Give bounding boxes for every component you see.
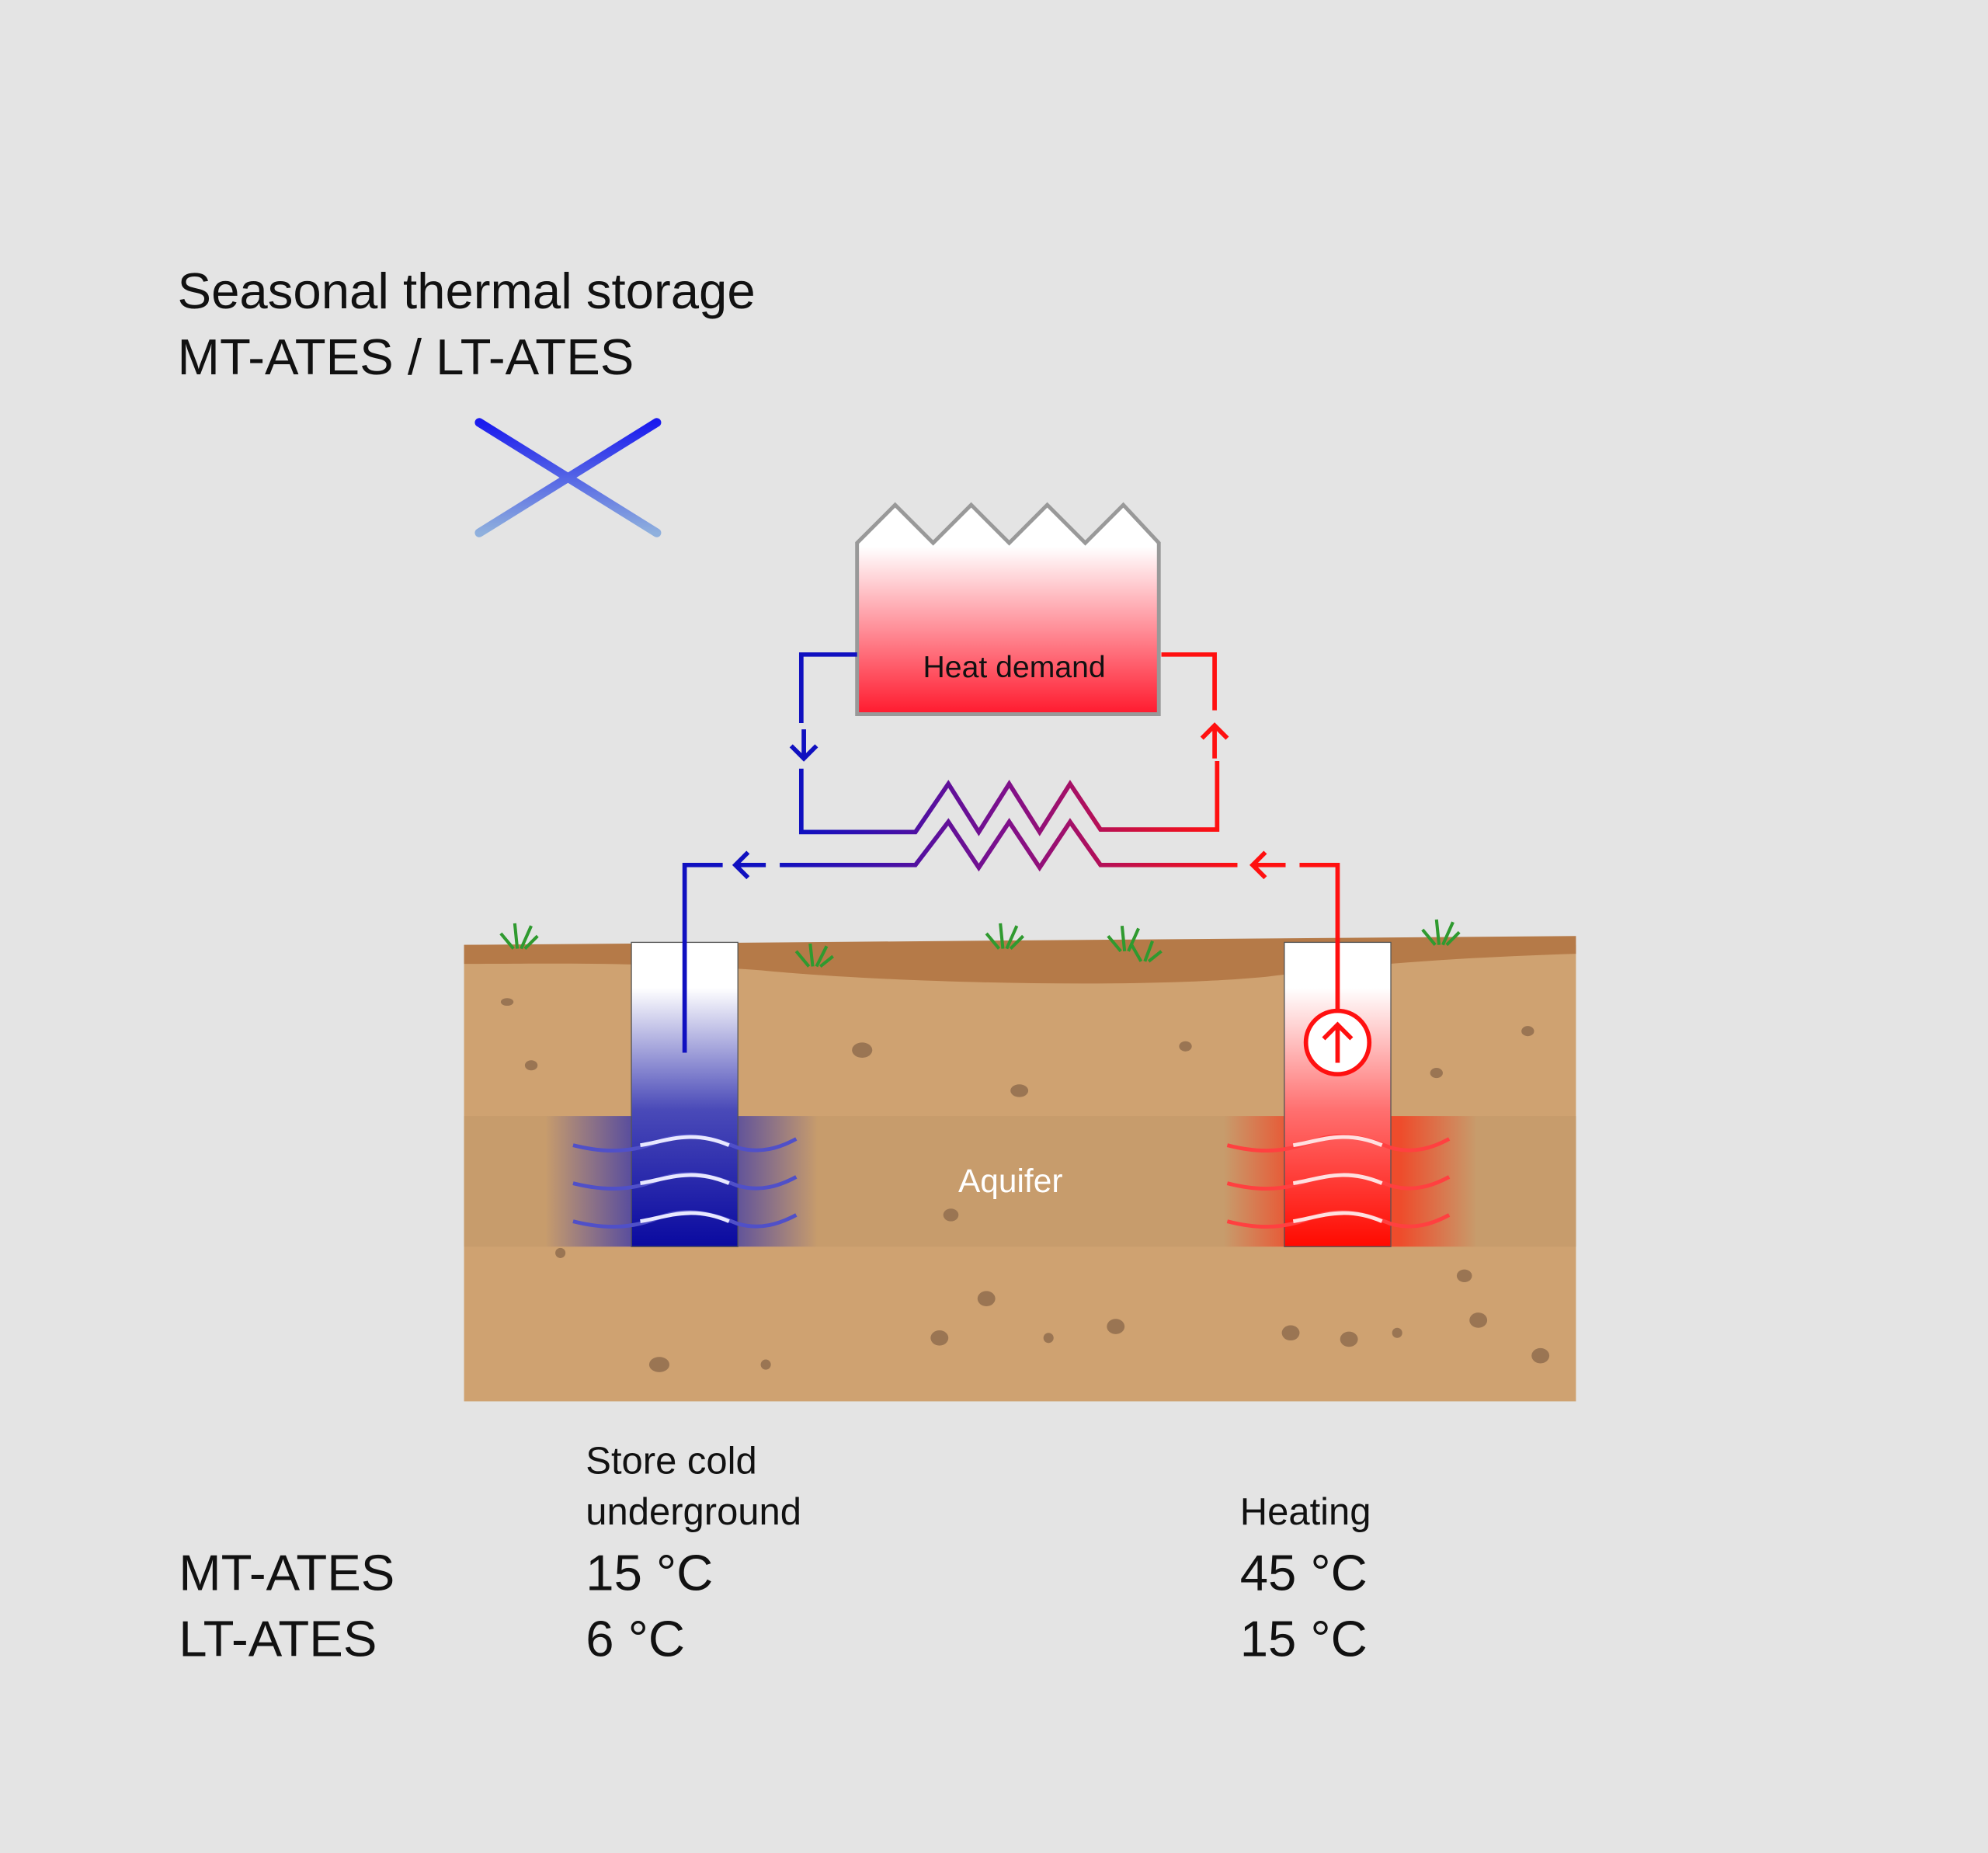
aquifer-label: Aquifer bbox=[958, 1163, 1062, 1199]
building: Heat demand bbox=[855, 502, 1161, 716]
heat-exchanger-loop bbox=[789, 652, 1229, 836]
row-name: LT-ATES bbox=[179, 1611, 377, 1667]
row-name: MT-ATES bbox=[179, 1545, 394, 1601]
well-pipes bbox=[682, 818, 1340, 1053]
row-cold: 15 °C bbox=[586, 1545, 713, 1601]
cold-flow-waves bbox=[572, 1134, 798, 1229]
col-cold-header-2: underground bbox=[586, 1491, 801, 1533]
row-warm: 45 °C bbox=[1240, 1545, 1368, 1601]
arrow-left-icon bbox=[732, 850, 766, 880]
title-line2: MT-ATES / LT-ATES bbox=[178, 329, 634, 385]
col-cold-header-1: Store cold bbox=[586, 1440, 756, 1482]
col-warm-header: Heating bbox=[1240, 1491, 1371, 1533]
arrow-up-icon bbox=[1200, 722, 1229, 759]
pump-arrow-up-icon bbox=[1303, 1008, 1372, 1077]
row-cold: 6 °C bbox=[586, 1611, 685, 1667]
warm-flow-waves bbox=[1226, 1134, 1451, 1229]
temperature-table: Store cold underground Heating MT-ATES 1… bbox=[179, 1440, 1371, 1667]
grass bbox=[499, 919, 1461, 968]
arrow-left-icon bbox=[1249, 850, 1286, 880]
title-line1: Seasonal thermal storage bbox=[178, 262, 756, 319]
arrow-down-icon bbox=[789, 729, 818, 762]
row-warm: 15 °C bbox=[1240, 1611, 1368, 1667]
snowflake-icon bbox=[474, 370, 662, 586]
heat-demand-label: Heat demand bbox=[923, 651, 1106, 684]
